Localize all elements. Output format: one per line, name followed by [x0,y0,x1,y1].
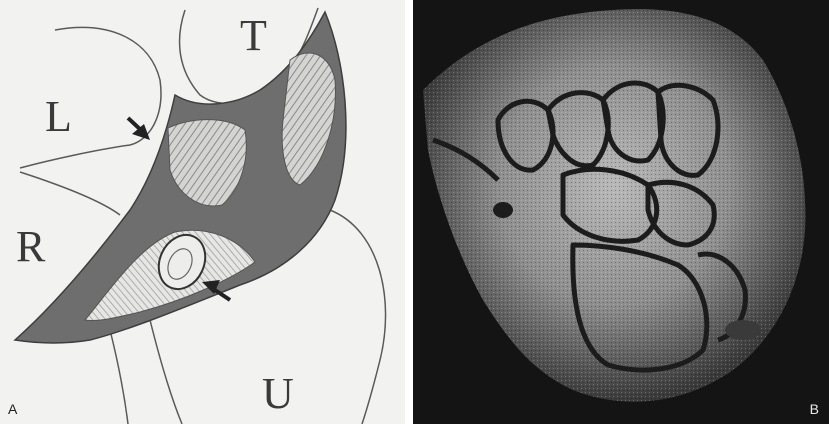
panel-b-mri: B [413,0,829,424]
lunate-outline [20,27,161,168]
dark-region [725,320,761,340]
panel-divider [405,0,413,424]
mri-image [413,0,829,424]
ulna-outline-mid [150,320,182,424]
arrow-upper-icon [128,118,150,140]
panel-a-label: A [8,402,17,416]
label-t: T [240,14,267,58]
ulna-outline-left [110,330,128,424]
dark-spot [493,202,513,218]
mri-texture [423,9,805,402]
label-r: R [16,225,45,269]
panel-a-drawing: L T R U A [0,0,405,424]
label-l: L [45,95,72,139]
wrist-ligament-diagram [0,0,405,424]
radius-outline [20,172,120,215]
label-u: U [262,372,294,416]
ulna-head-outline [330,210,386,424]
panel-b-label: B [810,402,819,416]
